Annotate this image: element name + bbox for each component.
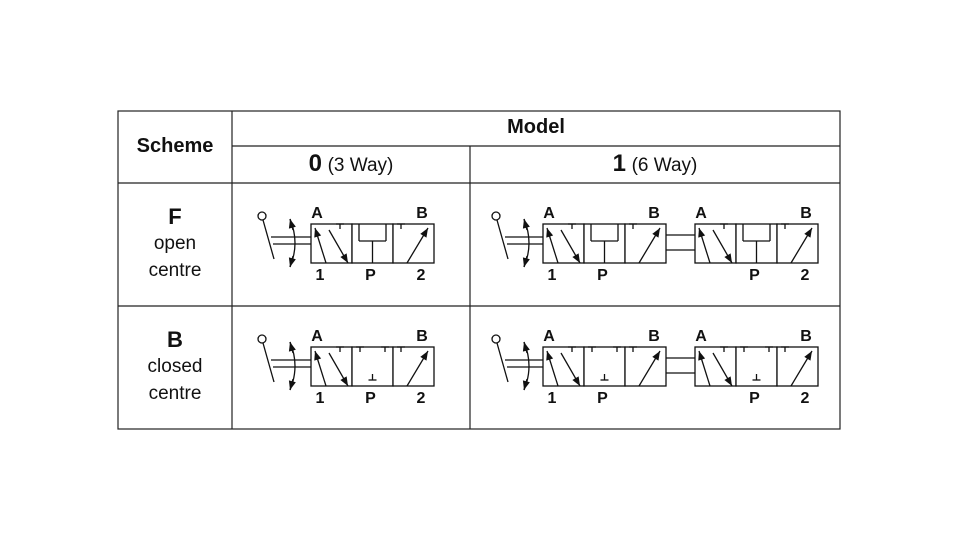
flow-arrowhead	[420, 351, 428, 361]
flow-arrowhead	[288, 219, 296, 229]
lever-handle	[262, 342, 275, 383]
port-label-a: A	[543, 205, 555, 222]
valve-position-box	[776, 346, 819, 387]
scheme-description-line2: centre	[148, 383, 202, 404]
flow-arrowhead	[288, 380, 296, 390]
port-label-2: 2	[417, 390, 426, 407]
port-label-p: P	[365, 390, 376, 407]
port-label-p: P	[365, 267, 376, 284]
flow-arrowhead	[572, 376, 580, 386]
port-label-b: B	[648, 328, 660, 345]
scheme-cell-closed-centre: B closed centre	[118, 327, 232, 407]
lever-knob	[491, 211, 501, 221]
flow-arrowhead	[804, 228, 812, 238]
flow-arrowhead	[314, 351, 322, 361]
valve-symbol-3-way-open-centre: A B 1 P 2	[257, 205, 435, 284]
scheme-code: B	[167, 327, 183, 352]
scheme-code: F	[168, 204, 182, 229]
port-label-b: B	[416, 205, 428, 222]
port-label-b: B	[800, 205, 812, 222]
port-label-a: A	[695, 328, 707, 345]
port-label-p: P	[597, 267, 608, 284]
lever-knob	[491, 334, 501, 344]
flow-arrowhead	[652, 351, 660, 361]
port-label-2: 2	[801, 267, 810, 284]
valve-position-box	[624, 346, 667, 387]
lever-knob	[257, 334, 267, 344]
model-column-header-6-way: 1 (6 Way)	[470, 150, 840, 178]
port-label-1: 1	[316, 267, 325, 284]
scheme-description-line1: open	[153, 233, 197, 254]
lever-handle	[262, 219, 275, 260]
flow-arrowhead	[804, 351, 812, 361]
table-border	[117, 110, 841, 430]
port-label-b: B	[800, 328, 812, 345]
scheme-description-line1: closed	[147, 356, 203, 377]
flow-arrowhead	[698, 228, 706, 238]
flow-arrowhead	[340, 376, 348, 386]
model-code: 1	[612, 150, 626, 177]
flow-arrowhead	[288, 257, 296, 267]
port-label-a: A	[311, 328, 323, 345]
lever-handle	[496, 342, 509, 383]
model-code: 0	[308, 150, 322, 177]
valve-symbol-6-way-closed-centre: A B 1 P A B P 2	[491, 328, 819, 407]
scheme-description-line2: centre	[148, 260, 202, 281]
scheme-header: Scheme	[136, 135, 214, 157]
flow-arrowhead	[546, 228, 554, 238]
valve-position-box	[776, 223, 819, 264]
port-label-p: P	[597, 390, 608, 407]
flow-arrowhead	[288, 342, 296, 352]
port-label-a: A	[695, 205, 707, 222]
flow-arrowhead	[724, 253, 732, 263]
model-description: (6 Way)	[631, 155, 698, 176]
port-label-a: A	[311, 205, 323, 222]
port-label-p: P	[749, 267, 760, 284]
flow-arrowhead	[340, 253, 348, 263]
port-label-1: 1	[548, 390, 557, 407]
port-label-p: P	[749, 390, 760, 407]
valve-position-box	[392, 346, 435, 387]
flow-arrowhead	[546, 351, 554, 361]
flow-arrowhead	[698, 351, 706, 361]
port-label-b: B	[416, 328, 428, 345]
flow-arrowhead	[522, 257, 530, 267]
valve-symbol-3-way-closed-centre: A B 1 P 2	[257, 328, 435, 407]
port-label-a: A	[543, 328, 555, 345]
flow-arrowhead	[572, 253, 580, 263]
port-label-2: 2	[801, 390, 810, 407]
port-label-1: 1	[548, 267, 557, 284]
port-label-b: B	[648, 205, 660, 222]
scheme-cell-open-centre: F open centre	[118, 204, 232, 284]
flow-arrowhead	[522, 380, 530, 390]
model-header: Model	[507, 116, 565, 138]
model-description: (3 Way)	[327, 155, 394, 176]
lever-knob	[257, 211, 267, 221]
flow-arrowhead	[522, 342, 530, 352]
valve-symbol-6-way-open-centre: A B 1 P A B P 2	[491, 205, 819, 284]
port-label-2: 2	[417, 267, 426, 284]
flow-arrowhead	[724, 376, 732, 386]
flow-arrowhead	[652, 228, 660, 238]
valve-position-box	[392, 223, 435, 264]
valve-position-box	[624, 223, 667, 264]
port-label-1: 1	[316, 390, 325, 407]
model-column-header-3-way: 0 (3 Way)	[232, 150, 470, 178]
flow-arrowhead	[314, 228, 322, 238]
lever-handle	[496, 219, 509, 260]
flow-arrowhead	[420, 228, 428, 238]
flow-arrowhead	[522, 219, 530, 229]
